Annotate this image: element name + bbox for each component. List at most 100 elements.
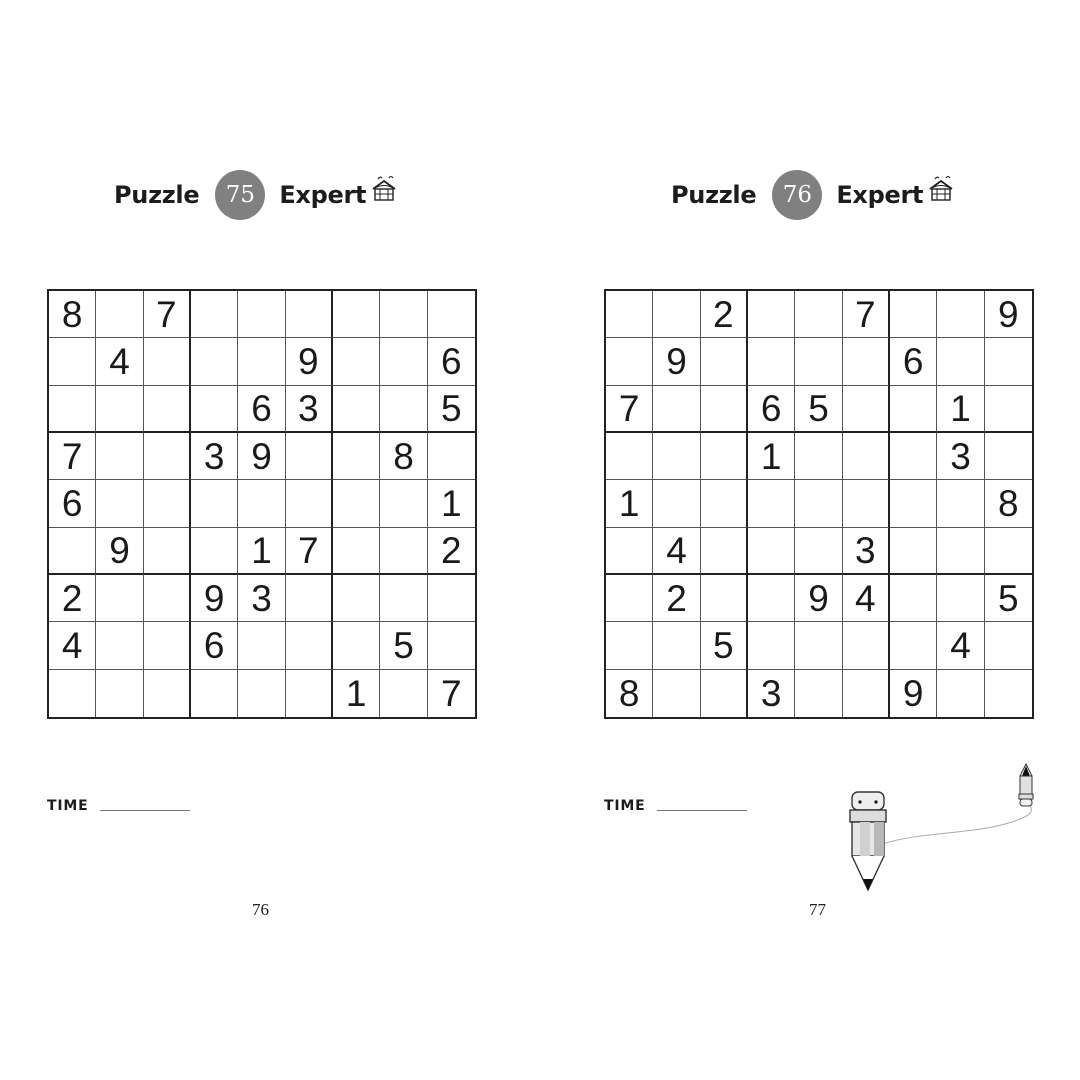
grid-cell[interactable] [842,480,890,528]
grid-cell[interactable] [606,432,654,481]
grid-cell[interactable] [937,527,985,575]
grid-cell[interactable] [795,432,843,481]
grid-cell[interactable]: 3 [748,669,796,717]
grid-cell[interactable] [701,669,748,717]
grid-cell[interactable] [190,385,239,433]
grid-cell[interactable] [49,527,97,575]
grid-cell[interactable] [795,622,843,670]
grid-cell[interactable] [984,528,1032,575]
grid-cell[interactable] [96,291,144,339]
grid-cell[interactable] [700,574,748,623]
grid-cell[interactable] [747,527,796,575]
grid-cell[interactable]: 9 [795,574,843,623]
grid-cell[interactable] [96,385,144,433]
grid-cell[interactable]: 7 [285,527,333,575]
grid-cell[interactable]: 3 [238,574,286,623]
grid-cell[interactable]: 4 [96,338,144,386]
grid-cell[interactable] [143,574,191,623]
grid-cell[interactable] [143,385,191,433]
grid-cell[interactable]: 1 [606,480,654,528]
grid-cell[interactable] [285,480,333,528]
grid-cell[interactable] [984,433,1032,481]
grid-cell[interactable]: 9 [96,527,144,575]
grid-cell[interactable] [380,669,428,717]
grid-cell[interactable] [238,291,286,339]
grid-cell[interactable]: 3 [937,432,985,481]
grid-cell[interactable] [937,291,985,339]
grid-cell[interactable] [380,291,428,339]
grid-cell[interactable] [937,669,985,717]
grid-cell[interactable] [889,527,938,575]
grid-cell[interactable]: 3 [842,527,890,575]
grid-cell[interactable]: 9 [238,432,286,481]
grid-cell[interactable]: 9 [285,338,333,386]
grid-cell[interactable] [49,385,97,433]
grid-cell[interactable] [747,574,796,623]
grid-cell[interactable] [606,622,654,670]
grid-cell[interactable] [700,527,748,575]
grid-cell[interactable] [191,669,239,717]
grid-cell[interactable]: 2 [653,574,701,623]
grid-cell[interactable] [332,527,381,575]
grid-cell[interactable]: 3 [285,385,333,433]
grid-cell[interactable] [380,338,428,386]
grid-cell[interactable] [700,338,748,386]
grid-cell[interactable]: 3 [190,432,239,481]
grid-cell[interactable] [606,574,654,623]
grid-cell[interactable] [653,669,701,717]
grid-cell[interactable]: 5 [984,575,1032,623]
grid-cell[interactable]: 6 [889,338,938,386]
grid-cell[interactable] [795,669,843,717]
grid-cell[interactable] [332,338,381,386]
grid-cell[interactable] [285,291,333,339]
grid-cell[interactable]: 7 [842,291,890,339]
grid-cell[interactable]: 4 [653,527,701,575]
grid-cell[interactable]: 5 [427,386,475,433]
grid-cell[interactable] [747,291,796,339]
grid-cell[interactable] [380,527,428,575]
grid-cell[interactable] [427,575,475,623]
grid-cell[interactable]: 2 [49,574,97,623]
grid-cell[interactable] [747,622,796,670]
grid-cell[interactable]: 1 [427,480,475,528]
grid-cell[interactable] [96,669,144,717]
grid-cell[interactable] [985,670,1032,717]
grid-cell[interactable]: 1 [937,385,985,433]
grid-cell[interactable] [49,338,97,386]
grid-cell[interactable] [427,622,475,670]
grid-cell[interactable] [427,291,475,339]
grid-cell[interactable] [843,669,890,717]
grid-cell[interactable] [143,338,191,386]
grid-cell[interactable] [937,338,985,386]
grid-cell[interactable] [795,480,843,528]
grid-cell[interactable] [700,432,748,481]
grid-cell[interactable] [332,622,381,670]
grid-cell[interactable] [606,338,654,386]
grid-cell[interactable]: 9 [984,291,1032,339]
grid-cell[interactable] [143,432,191,481]
grid-cell[interactable]: 7 [143,291,191,339]
grid-cell[interactable]: 6 [427,338,475,386]
grid-cell[interactable]: 6 [238,385,286,433]
grid-cell[interactable]: 1 [238,527,286,575]
grid-cell[interactable]: 2 [427,528,475,575]
grid-cell[interactable] [889,480,938,528]
grid-cell[interactable] [842,622,890,670]
grid-cell[interactable] [285,574,333,623]
grid-cell[interactable] [984,338,1032,386]
grid-cell[interactable] [190,291,239,339]
grid-cell[interactable] [96,622,144,670]
grid-cell[interactable] [842,338,890,386]
grid-cell[interactable]: 8 [606,669,654,717]
grid-cell[interactable] [795,338,843,386]
grid-cell[interactable] [285,432,333,481]
grid-cell[interactable]: 4 [842,574,890,623]
grid-cell[interactable] [889,574,938,623]
grid-cell[interactable]: 9 [890,669,938,717]
grid-cell[interactable] [96,480,144,528]
grid-cell[interactable] [144,669,191,717]
grid-cell[interactable]: 1 [333,669,381,717]
grid-cell[interactable] [96,432,144,481]
grid-cell[interactable] [795,527,843,575]
